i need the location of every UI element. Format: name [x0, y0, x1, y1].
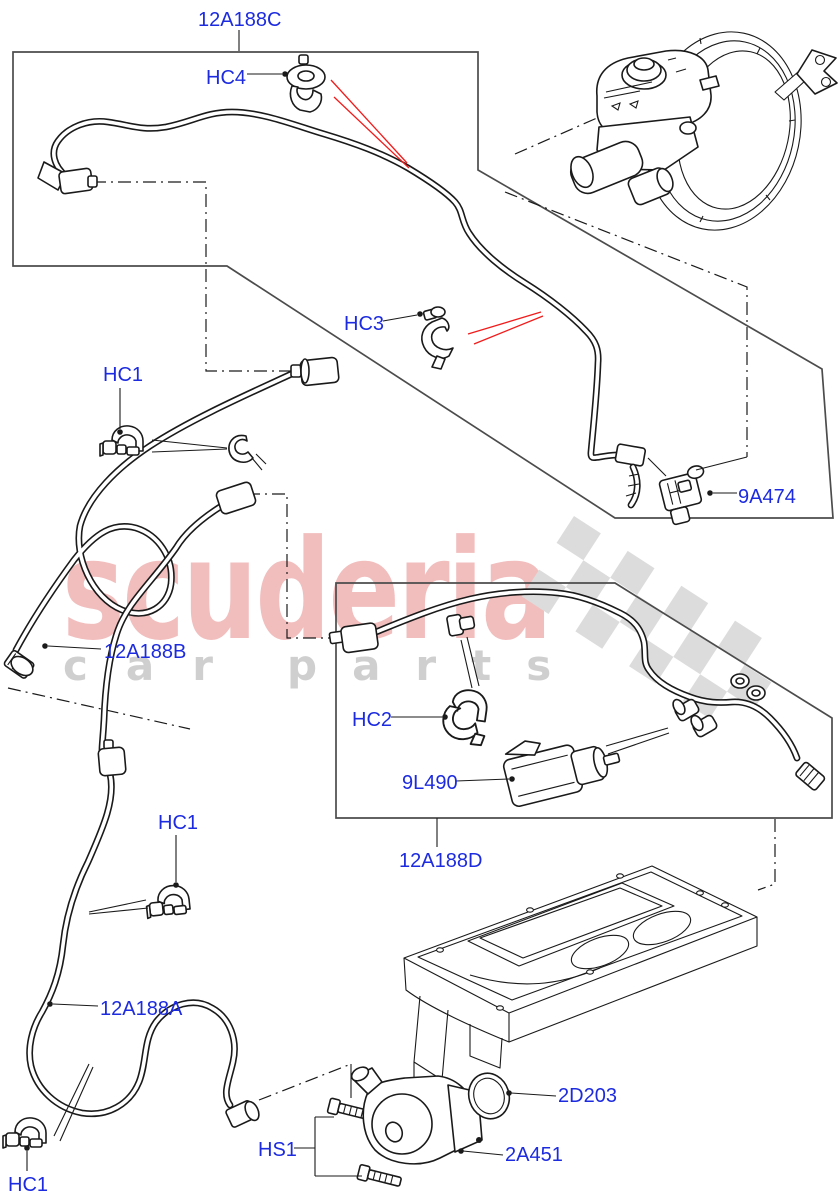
detail-box-12a188c	[12, 51, 834, 519]
tube-12a188c	[37, 108, 647, 509]
callout-hc1-bottom: HC1	[8, 1174, 48, 1196]
clip-hc3-drawing	[421, 306, 454, 370]
clip-hc4-drawing	[286, 54, 326, 113]
leader-lines	[24, 30, 748, 1177]
callout-hs1: HS1	[258, 1139, 297, 1161]
tube-12a188b	[3, 356, 340, 754]
clip-hc2-drawing	[442, 689, 488, 747]
callout-hc1-top: HC1	[103, 364, 143, 386]
solenoid-9l490-drawing	[502, 740, 621, 808]
callout-12a188c: 12A188C	[198, 9, 281, 31]
tube-12a188d	[328, 588, 826, 791]
reference-lines	[7, 117, 776, 1101]
callout-hc4: HC4	[206, 67, 246, 89]
callout-12a188b: 12A188B	[104, 641, 186, 663]
checkered-flag-watermark	[521, 516, 772, 719]
c-clip-drawing	[228, 434, 267, 471]
tube-12a188a	[26, 739, 260, 1128]
watermark: scuderia car parts	[62, 510, 772, 719]
tube-d-inlet-connector	[340, 622, 379, 654]
engine-sump-drawing	[403, 865, 758, 1095]
callout-9l490: 9L490	[402, 772, 458, 794]
tube-d-end-elbow	[795, 761, 826, 791]
tube-b-branch-fitting	[215, 481, 257, 515]
callout-2d203: 2D203	[558, 1085, 617, 1107]
callout-hc1-mid: HC1	[158, 812, 198, 834]
callout-2a451: 2A451	[505, 1144, 563, 1166]
brake-booster-drawing	[569, 31, 838, 231]
callout-9a474: 9A474	[738, 486, 796, 508]
watermark-tagline-word2: parts	[287, 641, 586, 690]
callout-labels: 12A188C HC4 HC3 HC1 9A474 12A188B HC2 9L…	[8, 9, 796, 1196]
tube-c-end-elbow	[37, 161, 67, 191]
pump-bolt-2	[356, 1163, 402, 1187]
tube-c-outlet-elbow	[614, 443, 647, 467]
callout-12a188a: 12A188A	[100, 998, 183, 1020]
clip-hc1-mid-drawing	[143, 883, 192, 920]
vacuum-pump-drawing	[326, 1066, 511, 1187]
red-locator-lines	[330, 79, 544, 345]
clip-hc1-bottom-drawing	[2, 1117, 47, 1149]
tube-a-inline-connector	[97, 746, 127, 777]
booster-fork-bracket	[796, 49, 838, 95]
callout-hc2: HC2	[352, 709, 392, 731]
valve-9a474-drawing	[658, 465, 705, 526]
watermark-tagline-word1: car	[63, 641, 251, 690]
callout-12a188d: 12A188D	[399, 850, 482, 872]
detail-box-12a188d	[335, 582, 833, 819]
callout-hc3: HC3	[344, 313, 384, 335]
